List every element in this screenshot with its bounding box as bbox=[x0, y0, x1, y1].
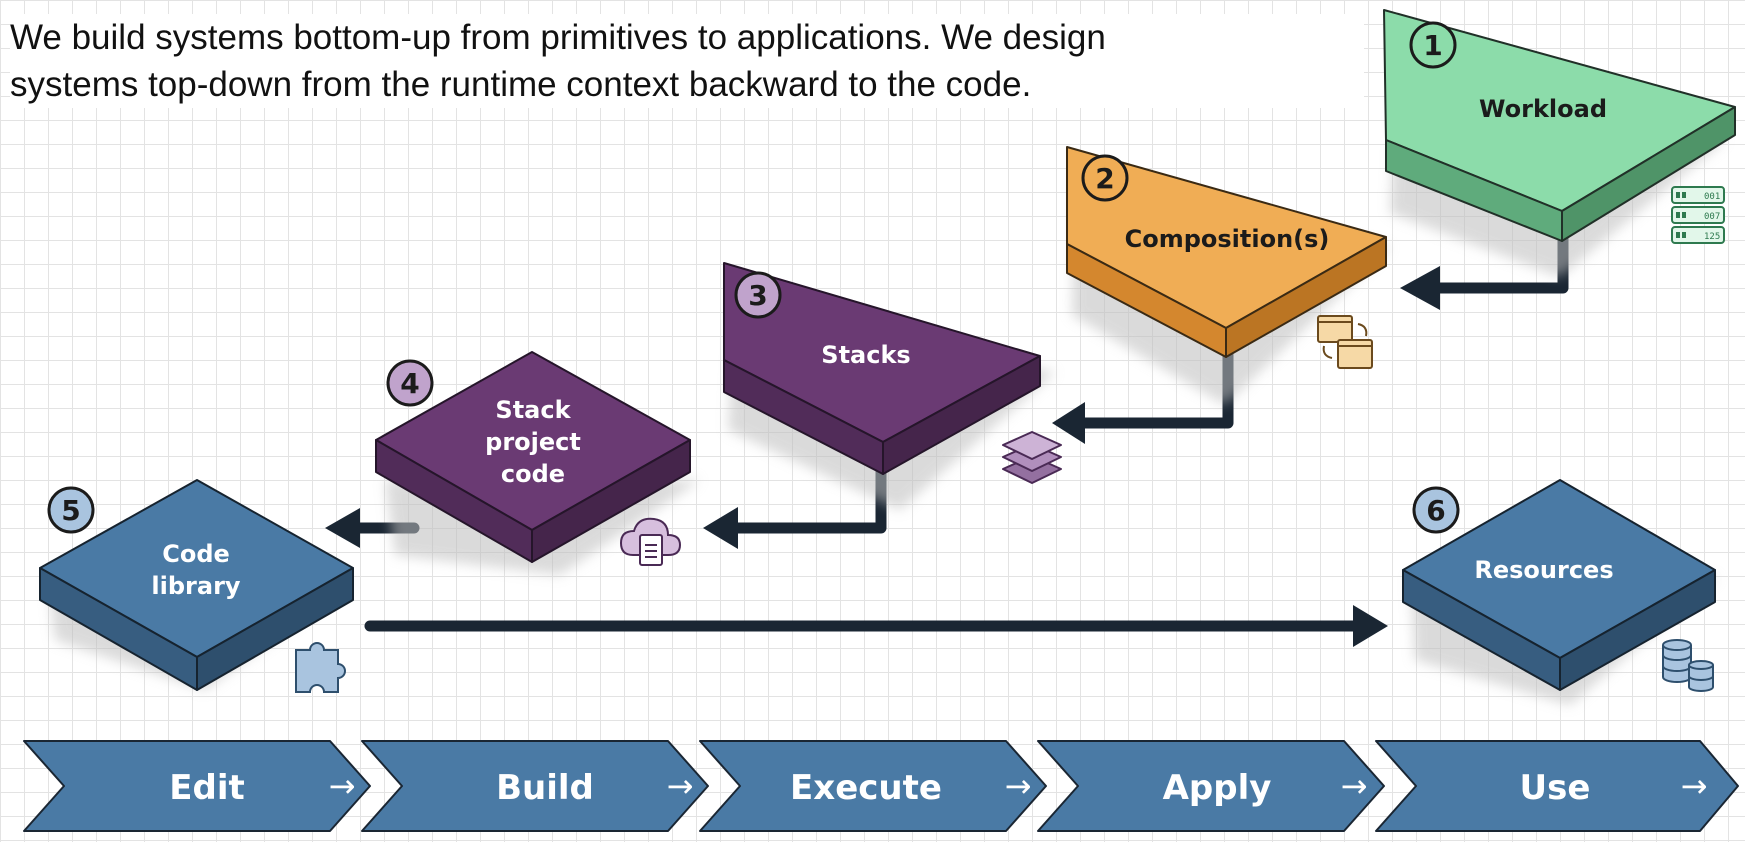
badge-1: 1 bbox=[1409, 21, 1457, 69]
block-stacks: Stacks bbox=[723, 262, 1055, 510]
server-icon: 001 007 125 bbox=[1671, 186, 1725, 244]
layers-icon bbox=[1002, 431, 1062, 484]
block-code-library: Code library bbox=[39, 479, 354, 691]
block-composition: Composition(s) bbox=[1066, 146, 1390, 405]
badge-2: 2 bbox=[1081, 154, 1129, 202]
block-label-library: library bbox=[151, 572, 241, 600]
arrowhead-right-5 bbox=[1353, 605, 1388, 647]
block-workload: Workload bbox=[1383, 9, 1736, 277]
badge-number-3: 3 bbox=[748, 279, 767, 312]
badge-number-5: 5 bbox=[61, 494, 80, 527]
badge-4: 4 bbox=[386, 359, 434, 407]
caption: We build systems bottom-up from primitiv… bbox=[10, 14, 1364, 108]
arrowhead-left-3 bbox=[703, 507, 738, 549]
caption-line-1: We build systems bottom-up from primitiv… bbox=[10, 18, 1106, 57]
block-stack-project-code: Stack project code bbox=[375, 351, 700, 575]
server-icon-label-3: 125 bbox=[1704, 232, 1720, 242]
block-resources: Resources bbox=[1402, 479, 1718, 705]
badge-5: 5 bbox=[47, 486, 95, 534]
step-label-apply: Apply bbox=[1163, 768, 1272, 808]
step-arrow-execute: → bbox=[1005, 767, 1032, 805]
step-apply: Apply → bbox=[1037, 740, 1385, 832]
step-build: Build → bbox=[361, 740, 709, 832]
badge-6: 6 bbox=[1412, 486, 1460, 534]
block-label-workload: Workload bbox=[1479, 95, 1607, 123]
block-label-stack-line-2: project bbox=[485, 428, 581, 456]
process-steps: Edit → Build → Execute → Apply → Use → bbox=[23, 740, 1739, 832]
badge-3: 3 bbox=[734, 271, 782, 319]
step-edit: Edit → bbox=[23, 740, 371, 832]
step-arrow-apply: → bbox=[1341, 767, 1368, 805]
badge-number-2: 2 bbox=[1095, 162, 1114, 195]
caption-line-2: systems top-down from the runtime contex… bbox=[10, 65, 1032, 104]
block-label-composition: Composition(s) bbox=[1125, 225, 1330, 253]
badge-number-4: 4 bbox=[400, 367, 419, 400]
step-label-use: Use bbox=[1520, 768, 1591, 808]
badge-number-6: 6 bbox=[1426, 494, 1445, 527]
badge-number-1: 1 bbox=[1423, 29, 1442, 62]
block-label-code: Code bbox=[162, 540, 230, 568]
block-label-stack-line-3: code bbox=[501, 460, 565, 488]
puzzle-icon bbox=[295, 642, 346, 693]
arrowhead-left-4 bbox=[325, 508, 360, 548]
step-use: Use → bbox=[1375, 740, 1739, 832]
step-label-build: Build bbox=[496, 768, 594, 808]
block-label-resources: Resources bbox=[1474, 556, 1613, 584]
step-arrow-use: → bbox=[1681, 767, 1708, 805]
arrowhead-left-2 bbox=[1052, 402, 1085, 444]
server-icon-label-2: 007 bbox=[1704, 212, 1720, 222]
step-label-execute: Execute bbox=[790, 768, 942, 808]
step-execute: Execute → bbox=[699, 740, 1047, 832]
cloud-document-icon bbox=[619, 517, 682, 566]
database-icon bbox=[1662, 639, 1714, 692]
connector-arrowheads bbox=[325, 266, 1440, 647]
arrowhead-left-1 bbox=[1400, 266, 1440, 310]
step-label-edit: Edit bbox=[169, 768, 244, 808]
block-label-stacks: Stacks bbox=[821, 341, 910, 369]
block-label-stack-line-1: Stack bbox=[495, 396, 571, 424]
server-icon-label-1: 001 bbox=[1704, 192, 1720, 202]
step-arrow-edit: → bbox=[329, 767, 356, 805]
windows-swap-icon bbox=[1317, 315, 1373, 369]
step-arrow-build: → bbox=[667, 767, 694, 805]
